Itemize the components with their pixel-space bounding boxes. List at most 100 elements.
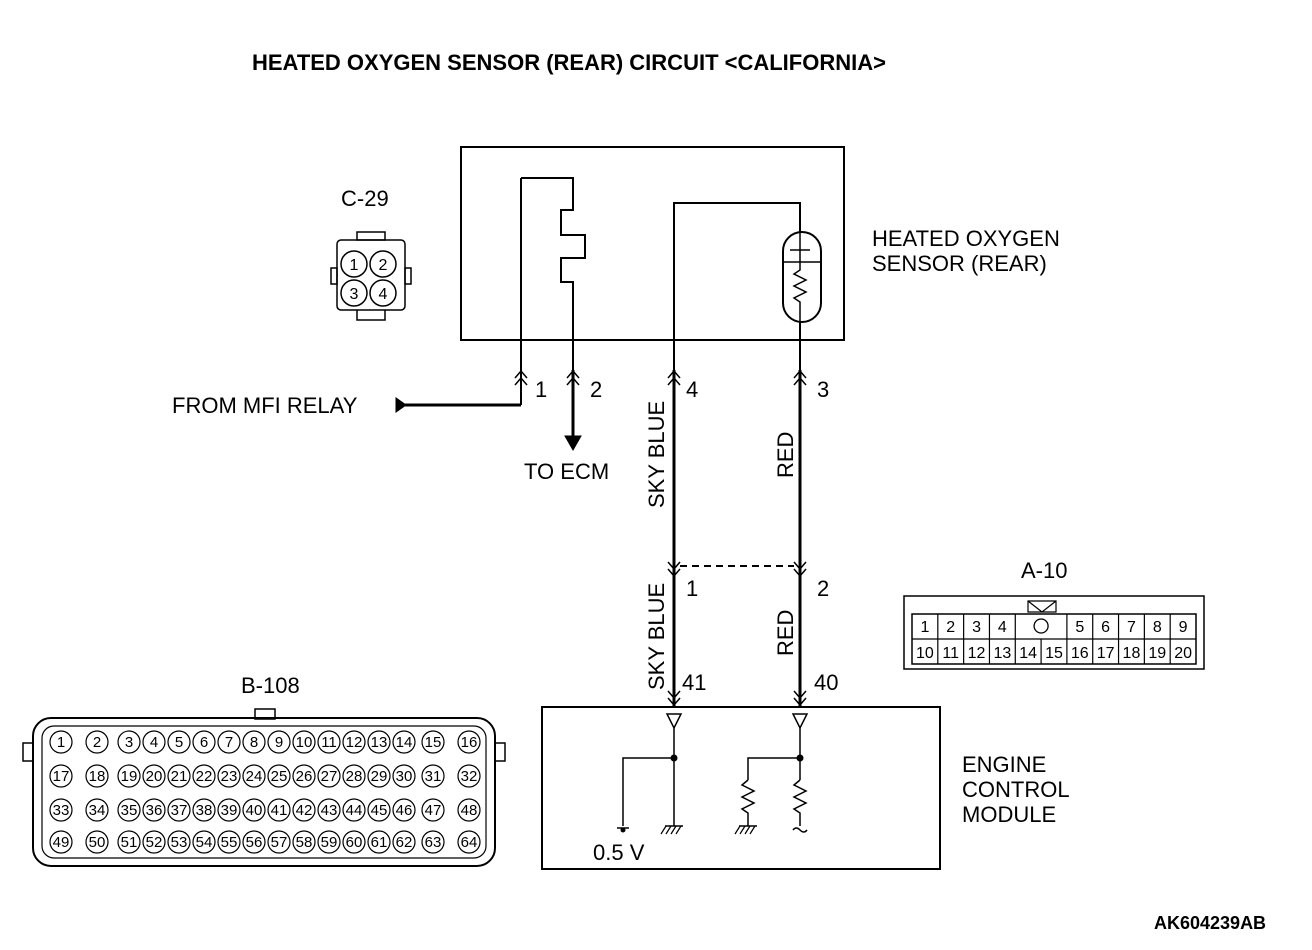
a10-pin: 11 [942, 645, 959, 662]
b108-pin: 29 [371, 768, 388, 785]
wire-color-sky-blue-lower: SKY BLUE [644, 583, 669, 690]
b108-pin: 62 [396, 834, 413, 851]
b108-pin: 30 [396, 768, 413, 785]
ecm-label-line1: ENGINE [962, 752, 1046, 777]
a10-pin: 12 [968, 645, 986, 662]
b108-pin: 27 [321, 768, 338, 785]
ecm-label-line3: MODULE [962, 802, 1056, 827]
b108-pin: 35 [121, 802, 138, 819]
b108-pin: 17 [53, 768, 70, 785]
b108-pin: 8 [250, 734, 258, 751]
a10-pin: 14 [1019, 645, 1037, 662]
b108-pin: 61 [371, 834, 388, 851]
c29-pin: 1 [350, 257, 359, 274]
ecm-box [541, 706, 941, 870]
b108-pin: 40 [246, 802, 263, 819]
b108-pin: 18 [89, 768, 106, 785]
b108-pin: 9 [275, 734, 283, 751]
mfi-relay-arrow-icon [395, 397, 407, 413]
b108-pin: 53 [171, 834, 188, 851]
a10-pin: 17 [1097, 645, 1115, 662]
b108-pin: 20 [146, 768, 163, 785]
a10-pin: 15 [1045, 645, 1063, 662]
b108-pin: 4 [150, 734, 158, 751]
b108-pin: 41 [271, 802, 288, 819]
b108-pin: 32 [461, 768, 478, 785]
c29-pin: 2 [379, 257, 388, 274]
b108-pin: 22 [196, 768, 213, 785]
junction-pin-label: 2 [817, 576, 829, 601]
a10-pin: 3 [972, 619, 981, 636]
b108-pin: 5 [175, 734, 183, 751]
diagram-title: HEATED OXYGEN SENSOR (REAR) CIRCUIT <CAL… [252, 50, 886, 75]
ecm-pin-label: 41 [682, 670, 706, 695]
a10-pin: 13 [993, 645, 1011, 662]
b108-pin: 1 [57, 734, 65, 751]
b108-pin: 3 [125, 734, 133, 751]
wire-color-red-upper: RED [773, 432, 798, 478]
a10-pin: 4 [998, 619, 1007, 636]
to-ecm-label: TO ECM [524, 459, 609, 484]
b108-pin: 34 [89, 802, 106, 819]
sensor-pin-label: 3 [817, 377, 829, 402]
b108-pin: 47 [425, 802, 442, 819]
ecm-pin-label: 40 [814, 670, 838, 695]
b108-pin: 55 [221, 834, 238, 851]
connector-a10-label: A-10 [1021, 558, 1067, 583]
from-mfi-relay-label: FROM MFI RELAY [172, 393, 358, 418]
a10-pin: 18 [1123, 645, 1141, 662]
a10-pin: 9 [1179, 619, 1188, 636]
b108-pin: 28 [346, 768, 363, 785]
figure-code: AK604239AB [1154, 913, 1266, 933]
b108-pin: 23 [221, 768, 238, 785]
b108-pin: 48 [461, 802, 478, 819]
connector-c29: C-29 1 2 3 4 [330, 186, 412, 321]
to-ecm-arrow-icon [564, 435, 582, 452]
b108-pin: 44 [346, 802, 363, 819]
b108-pin: 11 [321, 734, 337, 751]
sensor-pin-label: 2 [590, 377, 602, 402]
b108-pin: 42 [296, 802, 313, 819]
b108-pin: 26 [296, 768, 313, 785]
b108-pin: 52 [146, 834, 163, 851]
b108-pin: 24 [246, 768, 263, 785]
wire-color-red-lower: RED [773, 610, 798, 656]
junction-pin-label: 1 [686, 576, 698, 601]
b108-pin: 50 [89, 834, 106, 851]
b108-pin: 36 [146, 802, 163, 819]
a10-pin: 5 [1075, 619, 1084, 636]
b108-pin: 57 [271, 834, 288, 851]
b108-pin: 49 [53, 834, 70, 851]
b108-pin: 45 [371, 802, 388, 819]
wire-color-sky-blue-upper: SKY BLUE [644, 401, 669, 508]
a10-pin: 1 [920, 619, 929, 636]
ecm-label-line2: CONTROL [962, 777, 1070, 802]
ecm-voltage-label: 0.5 V [593, 840, 645, 865]
b108-pin: 33 [53, 802, 70, 819]
b108-pin: 21 [171, 768, 188, 785]
b108-pin: 14 [396, 734, 413, 751]
sensor-box [460, 146, 845, 370]
b108-pin: 10 [296, 734, 313, 751]
b108-pin: 43 [321, 802, 338, 819]
sensor-name-line1: HEATED OXYGEN [872, 226, 1060, 251]
a10-pin: 7 [1127, 619, 1136, 636]
b108-pin: 7 [225, 734, 233, 751]
b108-pin: 39 [221, 802, 238, 819]
sensor-pin-label: 1 [535, 377, 547, 402]
a10-pin: 8 [1153, 619, 1162, 636]
b108-pin: 64 [461, 834, 478, 851]
b108-pin: 13 [371, 734, 388, 751]
heater-element-icon [520, 177, 586, 370]
a10-key-icon [1033, 618, 1049, 634]
b108-pin: 37 [171, 802, 188, 819]
b108-pin: 6 [200, 734, 208, 751]
b108-pin: 31 [425, 768, 442, 785]
a10-lock-icon [1027, 600, 1057, 613]
b108-pin: 59 [321, 834, 338, 851]
